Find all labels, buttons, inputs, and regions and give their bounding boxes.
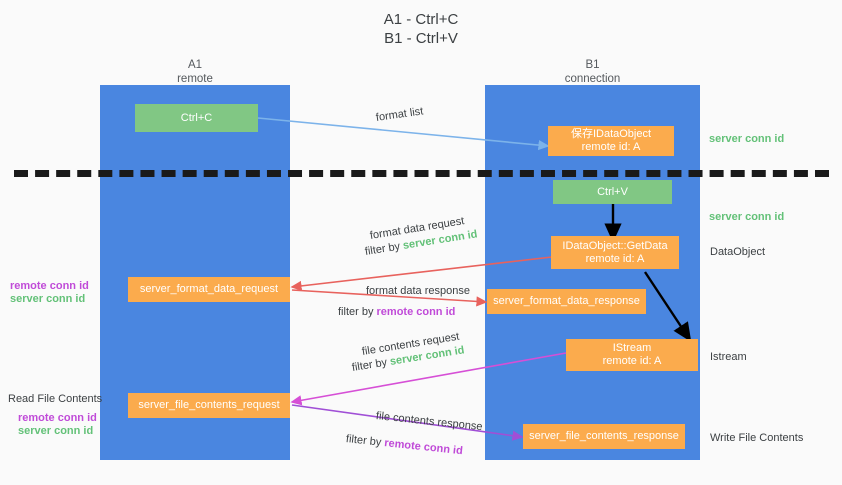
filter-prefix-2: filter by [338,306,377,318]
flow-label-file-contents-response: file contents response [375,410,484,434]
node-istream[interactable]: IStream remote id: A [566,339,698,371]
annotation-write-file-contents: Write File Contents [710,432,804,444]
node-server-file-contents-response[interactable]: server_file_contents_response [523,424,685,449]
node-ctrl-v[interactable]: Ctrl+V [553,180,672,204]
filter-prefix-3: filter by [351,356,391,374]
node-data-object-create[interactable]: 保存IDataObject remote id: A [548,126,674,156]
filter-prefix-1: filter by [364,240,404,258]
flow-label-format-data-response-filter: filter by remote conn id [338,305,455,319]
annotation-read-file-contents: Read File Contents [8,393,103,405]
annotation-istream: Istream [710,351,747,363]
column-header-b1: B1 connection [564,59,621,85]
annotation-remote-conn-id-bottom: remote conn id [18,412,97,424]
flow-label-format-list: format list [375,105,425,124]
filter-value-remote-conn-id-1: remote conn id [376,306,456,318]
annotation-server-conn-id-left-top: server conn id [10,293,86,305]
annotation-server-conn-id-mid: server conn id [709,211,785,223]
annotation-remote-conn-id-top: remote conn id [10,280,89,292]
node-server-file-contents-request[interactable]: server_file_contents_request [128,393,290,418]
node-ctrl-c[interactable]: Ctrl+C [135,104,258,132]
page-title: A1 - Ctrl+C B1 - Ctrl+V [383,11,459,47]
node-idataobject-getdata[interactable]: IDataObject::GetData remote id: A [551,236,679,269]
node-server-format-data-response[interactable]: server_format_data_response [487,289,646,314]
flow-label-file-contents-response-filter: filter by remote conn id [345,432,463,458]
annotation-server-conn-id-left-bottom: server conn id [18,425,94,437]
column-header-a1: A1 remote [177,59,213,85]
filter-prefix-4: filter by [345,433,385,449]
flow-label-format-data-response: format data response [366,285,470,297]
filter-value-remote-conn-id-2: remote conn id [383,437,464,458]
annotation-data-object: DataObject [710,246,766,258]
node-server-format-data-request[interactable]: server_format_data_request [128,277,290,302]
phase-divider [14,170,829,177]
annotation-server-conn-id-top: server conn id [709,133,785,145]
